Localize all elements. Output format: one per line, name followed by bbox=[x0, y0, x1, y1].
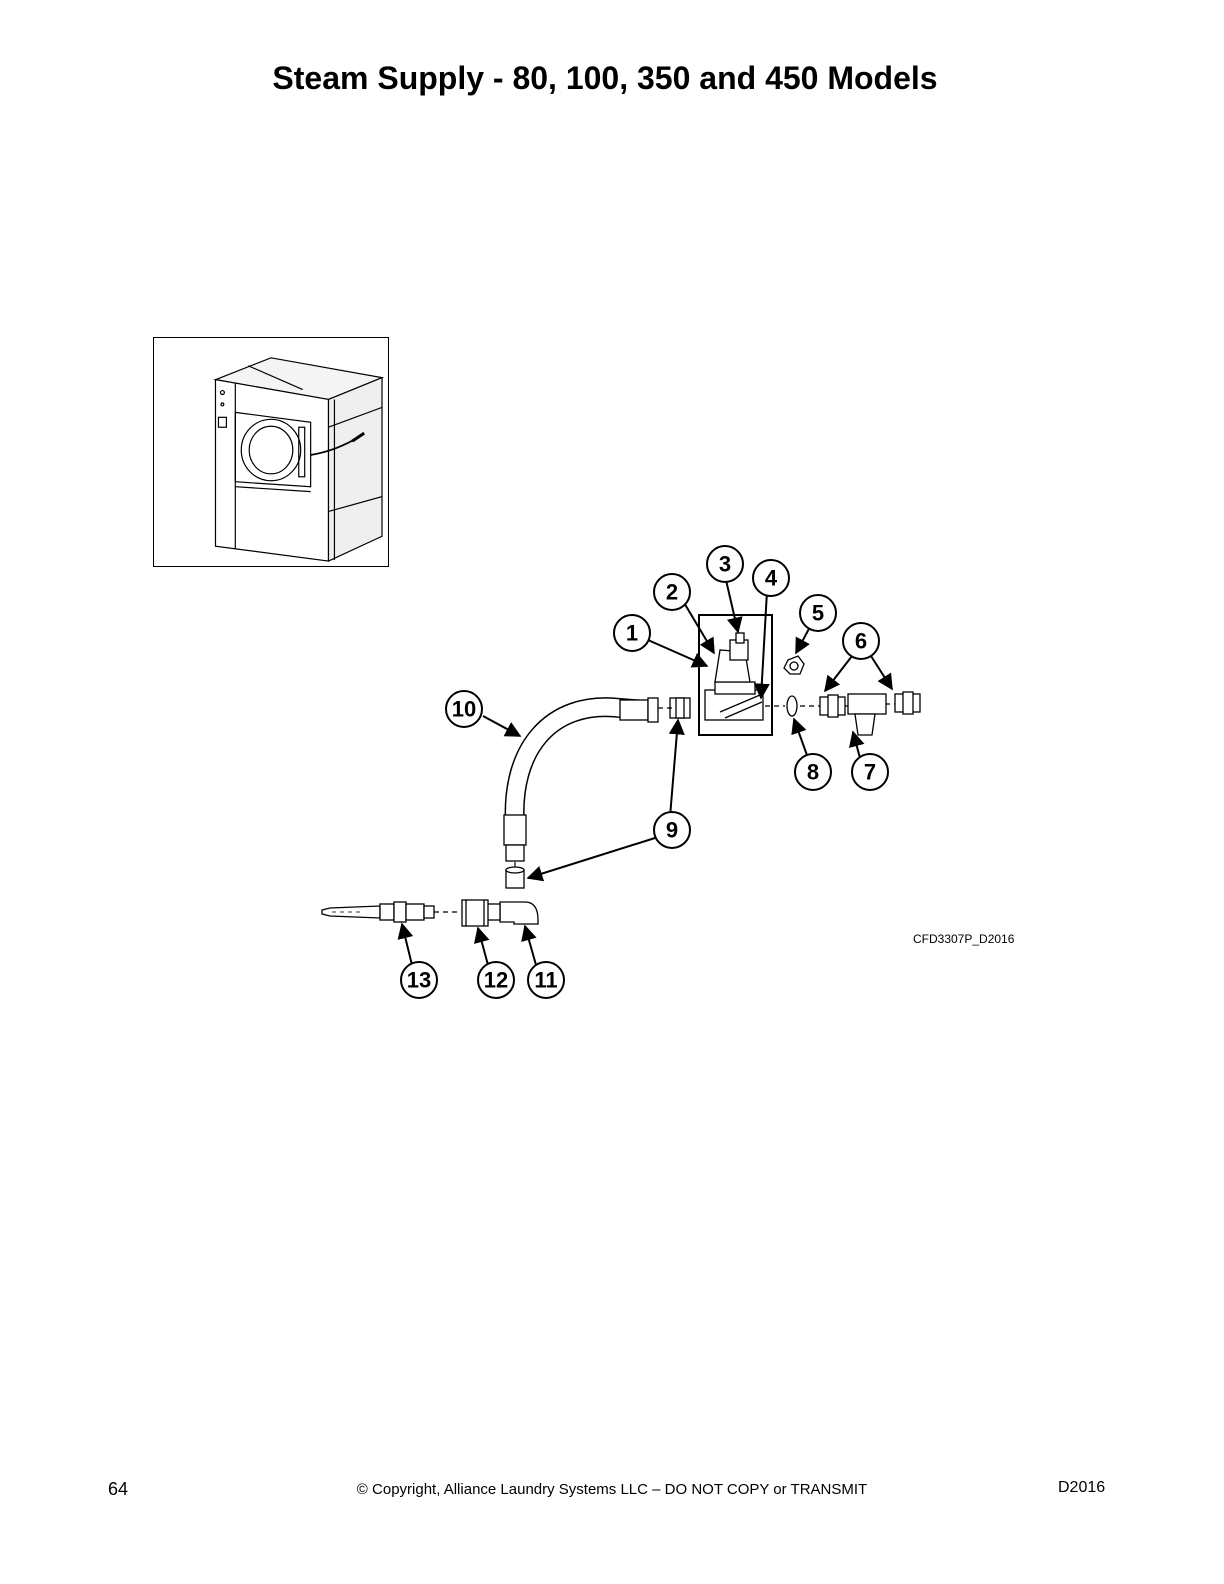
figure-code: CFD3307P_D2016 bbox=[913, 932, 1015, 946]
callout-label-11: 11 bbox=[534, 968, 557, 993]
callout-13 bbox=[400, 961, 438, 999]
callout-label-6: 6 bbox=[855, 629, 867, 654]
bushing bbox=[783, 655, 805, 675]
exploded-parts-view: 1 2 3 4 5 6 7 8 9 10 11 12 13 bbox=[321, 545, 921, 999]
document-code: D2016 bbox=[1058, 1479, 1106, 1496]
callout-label-10: 10 bbox=[452, 697, 476, 722]
elbow bbox=[484, 901, 539, 925]
callout-label-12: 12 bbox=[484, 968, 508, 993]
centerlines bbox=[425, 703, 898, 913]
washer-extractor-illustration bbox=[213, 357, 385, 562]
machine-overview-inset bbox=[153, 337, 389, 567]
callout-label-13: 13 bbox=[407, 968, 431, 993]
valve-assembly-frame bbox=[698, 614, 773, 736]
page-number: 64 bbox=[108, 1479, 129, 1499]
callout-9 bbox=[653, 811, 691, 849]
callout-11 bbox=[527, 961, 565, 999]
nipple-right bbox=[894, 691, 921, 715]
callout-label-1: 1 bbox=[626, 621, 638, 646]
callout-label-8: 8 bbox=[807, 760, 819, 785]
page-title: Steam Supply - 80, 100, 350 and 450 Mode… bbox=[272, 60, 938, 96]
callout-label-5: 5 bbox=[812, 601, 824, 626]
callout-2 bbox=[653, 573, 691, 611]
callout-3 bbox=[706, 545, 744, 583]
gasket bbox=[786, 695, 798, 717]
callout-7 bbox=[851, 753, 889, 791]
callout-6 bbox=[842, 622, 880, 660]
callout-10 bbox=[445, 690, 483, 728]
callout-8 bbox=[794, 753, 832, 791]
nipple-left bbox=[819, 694, 846, 718]
nipple-upper bbox=[669, 697, 691, 719]
steam-hose bbox=[503, 697, 659, 862]
callout-4 bbox=[752, 559, 790, 597]
steam-supply-diagram: 1 2 3 4 5 6 7 8 9 10 11 12 13 bbox=[300, 540, 1040, 1010]
nipple-lower bbox=[505, 866, 525, 889]
copyright-notice: © Copyright, Alliance Laundry Systems LL… bbox=[356, 1481, 868, 1498]
callout-label-9: 9 bbox=[666, 818, 678, 843]
coupling bbox=[461, 899, 489, 927]
callout-label-2: 2 bbox=[666, 580, 678, 605]
callout-label-4: 4 bbox=[765, 566, 778, 591]
callout-label-3: 3 bbox=[719, 552, 731, 577]
steam-valve bbox=[704, 632, 764, 721]
callout-label-7: 7 bbox=[864, 760, 876, 785]
callout-1 bbox=[613, 614, 651, 652]
strainer bbox=[847, 693, 887, 736]
steam-injector bbox=[321, 901, 435, 923]
callout-5 bbox=[799, 594, 837, 632]
callout-12 bbox=[477, 961, 515, 999]
